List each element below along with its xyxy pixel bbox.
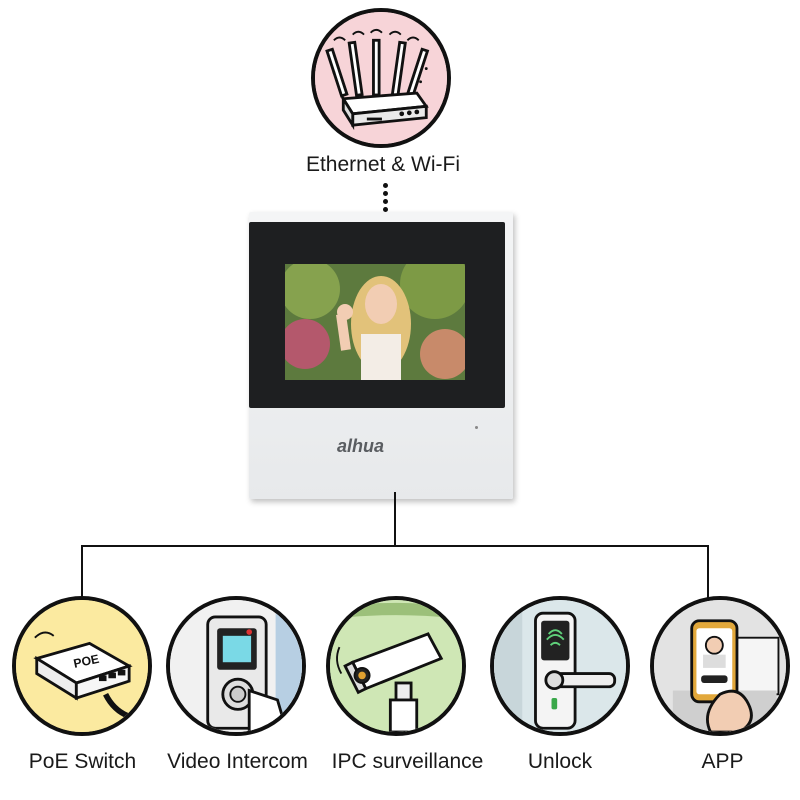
- connector-dot: [383, 183, 388, 188]
- feature-label-ipc-surveillance: IPC surveillance: [331, 750, 484, 773]
- device-brand-logo: alhua: [337, 436, 385, 456]
- connector-stem: [394, 492, 396, 546]
- feature-label-unlock: Unlock: [527, 750, 593, 773]
- connector-drop: [81, 545, 83, 600]
- monitor-bezel: [249, 222, 505, 408]
- smart-lock-icon: [494, 600, 626, 732]
- video-intercom-circle: [166, 596, 306, 736]
- smiling-woman-waving-photo: [285, 264, 465, 380]
- feature-label-video-intercom: Video Intercom: [167, 750, 308, 773]
- security-camera-icon: [330, 600, 462, 732]
- feature-label-app: APP: [701, 750, 744, 773]
- connector-bus: [81, 545, 709, 547]
- poe-switch-icon: POE: [16, 600, 148, 732]
- feature-label-poe-switch: PoE Switch: [28, 750, 137, 773]
- poe-badge: POE: [72, 652, 100, 671]
- connector-dot: [383, 191, 388, 196]
- connector-dot: [383, 199, 388, 204]
- status-led: [475, 426, 478, 429]
- wifi-router-icon: [315, 12, 447, 144]
- connector-drop: [707, 545, 709, 600]
- app-circle: [650, 596, 790, 736]
- monitor-screen: [285, 264, 465, 380]
- indoor-monitor-device: alhua: [249, 212, 513, 499]
- router-circle: [311, 8, 451, 148]
- ipc-surveillance-circle: [326, 596, 466, 736]
- router-label: Ethernet & Wi-Fi: [305, 153, 461, 176]
- video-intercom-icon: [170, 600, 302, 732]
- unlock-circle: [490, 596, 630, 736]
- poe-switch-circle: POE: [12, 596, 152, 736]
- smartphone-app-icon: [654, 600, 786, 732]
- connector-dot: [383, 207, 388, 212]
